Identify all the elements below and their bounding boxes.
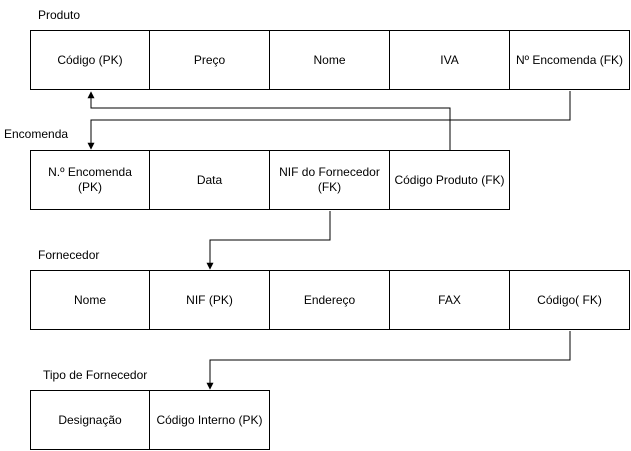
cell-label: NIF (PK) bbox=[186, 292, 233, 307]
cell-label: Preço bbox=[193, 52, 226, 67]
cell-label: Código Interno (PK) bbox=[156, 412, 263, 427]
tipo-col-codigo-interno[interactable]: Código Interno (PK) bbox=[150, 390, 270, 450]
relation-encomenda-fornecedor bbox=[206, 211, 331, 270]
table-title-tipo-fornecedor: Tipo de Fornecedor bbox=[43, 368, 148, 382]
cell-label: FAX bbox=[438, 292, 461, 307]
fornecedor-col-nif[interactable]: NIF (PK) bbox=[150, 270, 270, 330]
encomenda-col-data[interactable]: Data bbox=[150, 150, 270, 210]
cell-label: Data bbox=[196, 172, 223, 187]
cell-label: IVA bbox=[440, 52, 459, 67]
fornecedor-col-fax[interactable]: FAX bbox=[390, 270, 510, 330]
table-produto: Código (PK) Preço Nome IVA Nº Encomenda … bbox=[30, 30, 630, 90]
relation-encomenda-produto bbox=[87, 91, 451, 150]
tipo-col-designacao[interactable]: Designação bbox=[30, 390, 150, 450]
produto-col-nome[interactable]: Nome bbox=[270, 30, 390, 90]
cell-label: NIF do Fornecedor (FK) bbox=[279, 165, 380, 194]
table-fornecedor: Nome NIF (PK) Endereço FAX Código( FK) bbox=[30, 270, 630, 330]
encomenda-col-numero[interactable]: N.º Encomenda (PK) bbox=[30, 150, 150, 210]
encomenda-col-codigo-produto-fk[interactable]: Código Produto (FK) bbox=[390, 150, 510, 210]
produto-col-encomenda-fk[interactable]: Nº Encomenda (FK) bbox=[510, 30, 630, 90]
cell-label: Nome bbox=[73, 292, 106, 307]
encomenda-col-nif-fk[interactable]: NIF do Fornecedor (FK) bbox=[270, 150, 390, 210]
fornecedor-col-nome[interactable]: Nome bbox=[30, 270, 150, 330]
produto-col-iva[interactable]: IVA bbox=[390, 30, 510, 90]
cell-label: Nº Encomenda (FK) bbox=[515, 52, 624, 67]
cell-label: Código (PK) bbox=[57, 52, 123, 67]
cell-label: Endereço bbox=[303, 292, 356, 307]
relation-fornecedor-tipo bbox=[206, 331, 571, 390]
produto-col-codigo[interactable]: Código (PK) bbox=[30, 30, 150, 90]
cell-label: N.º Encomenda (PK) bbox=[48, 165, 132, 194]
table-title-produto: Produto bbox=[38, 8, 81, 22]
cell-label: Nome bbox=[313, 52, 346, 67]
table-encomenda: N.º Encomenda (PK) Data NIF do Fornecedo… bbox=[30, 150, 510, 210]
fornecedor-col-endereco[interactable]: Endereço bbox=[270, 270, 390, 330]
cell-label: Código( FK) bbox=[537, 292, 602, 307]
table-title-encomenda: Encomenda bbox=[4, 127, 69, 141]
relation-produto-encomenda bbox=[87, 91, 571, 150]
cell-label: Código Produto (FK) bbox=[394, 172, 505, 187]
produto-col-preco[interactable]: Preço bbox=[150, 30, 270, 90]
table-title-fornecedor: Fornecedor bbox=[38, 248, 100, 262]
table-tipo-fornecedor: Designação Código Interno (PK) bbox=[30, 390, 270, 450]
fornecedor-col-codigo-fk[interactable]: Código( FK) bbox=[510, 270, 630, 330]
cell-label: Designação bbox=[58, 412, 122, 427]
